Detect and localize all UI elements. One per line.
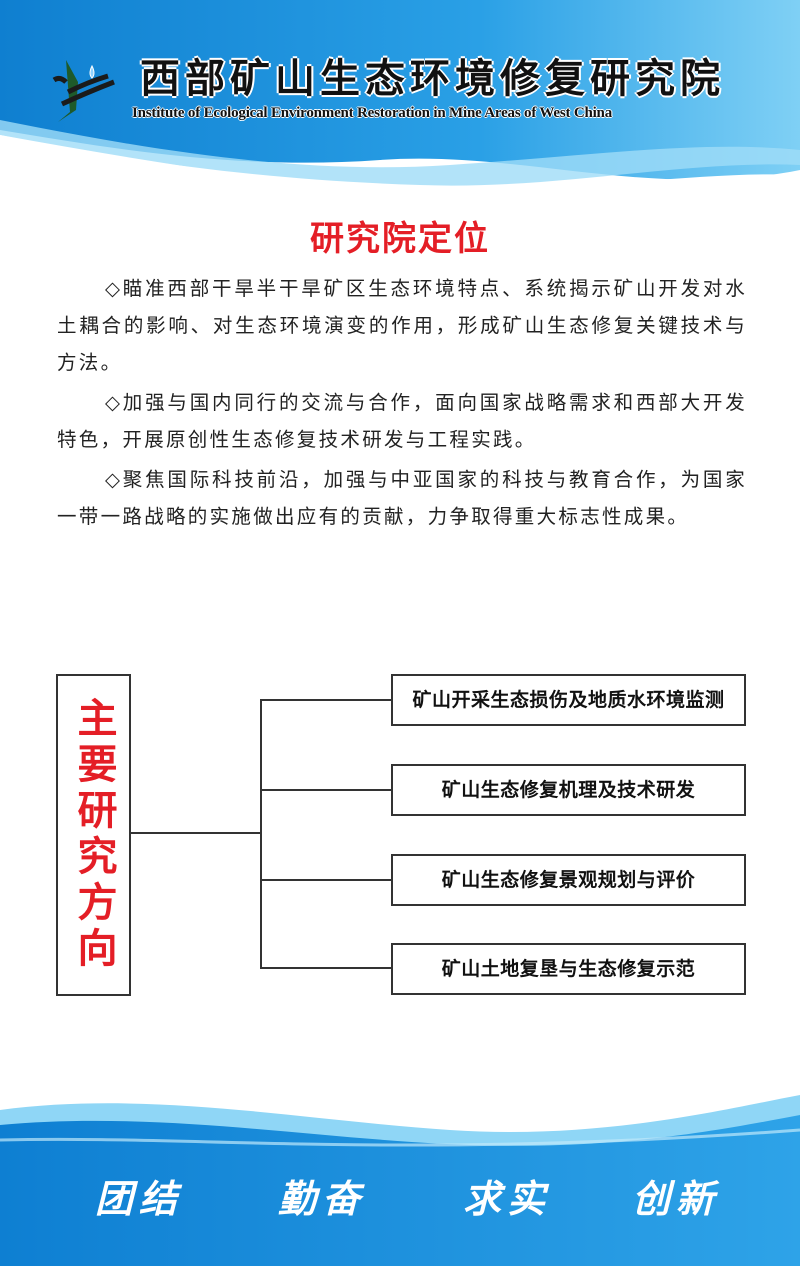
connector-line: [260, 879, 391, 881]
direction-item: 矿山土地复垦与生态修复示范: [391, 943, 746, 995]
positioning-paragraph: ◇聚焦国际科技前沿，加强与中亚国家的科技与教育合作，为国家一带一路战略的实施做出…: [57, 468, 747, 528]
connector-line: [260, 789, 391, 791]
positioning-text: ◇瞄准西部干旱半干旱矿区生态环境特点、系统揭示矿山开发对水土耦合的影响、对生态环…: [57, 270, 747, 538]
connector-line: [131, 832, 262, 834]
directions-title-box: 主要研究方向: [56, 674, 131, 996]
footer-banner: [0, 1095, 800, 1266]
slogan: 团结: [95, 1176, 184, 1221]
connector-line: [260, 699, 391, 701]
institute-name-en: Institute of Ecological Environment Rest…: [132, 105, 613, 121]
connector-line: [260, 699, 262, 969]
direction-item: 矿山开采生态损伤及地质水环境监测: [391, 674, 746, 726]
slogan: 求实: [463, 1176, 552, 1221]
positioning-paragraph: ◇瞄准西部干旱半干旱矿区生态环境特点、系统揭示矿山开发对水土耦合的影响、对生态环…: [57, 277, 747, 374]
slogan: 创新: [632, 1176, 721, 1221]
direction-item: 矿山生态修复机理及技术研发: [391, 764, 746, 816]
institute-name-cn: 西部矿山生态环境修复研究院: [140, 55, 725, 102]
slogan: 勤奋: [278, 1176, 367, 1221]
positioning-title: 研究院定位: [310, 219, 490, 259]
directions-title: 主要研究方向: [70, 697, 117, 973]
direction-item: 矿山生态修复景观规划与评价: [391, 854, 746, 906]
connector-line: [260, 967, 391, 969]
header-banner: [0, 0, 800, 200]
positioning-paragraph: ◇加强与国内同行的交流与合作，面向国家战略需求和西部大开发特色，开展原创性生态修…: [57, 391, 747, 451]
institute-logo: [52, 60, 115, 122]
